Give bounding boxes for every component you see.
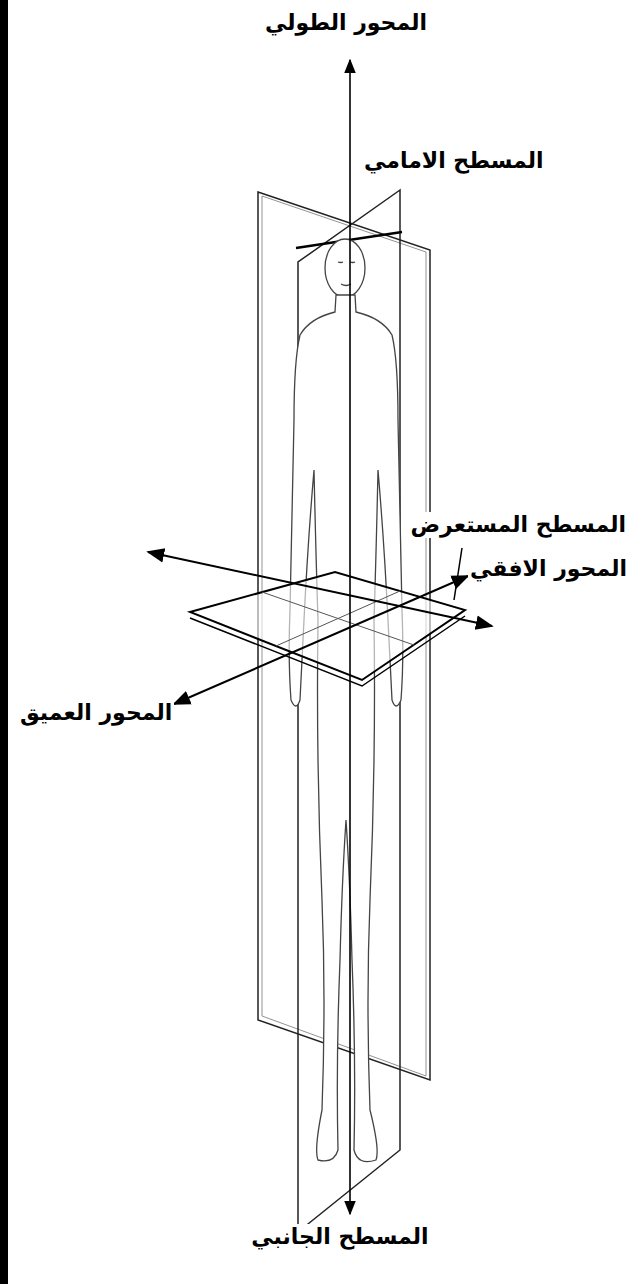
deep-axis [174,576,468,704]
longitudinal-axis [349,60,351,1214]
axis-plane-label: المحور الطولي [263,10,429,36]
axis-plane-label: المسطح المستعرض [409,512,629,538]
axis-plane-label: المسطح الجانبي [249,1224,430,1250]
axis-plane-label: المحور الافقي [468,556,629,582]
axis-plane-label: المحور العميق [18,700,174,726]
edge-bar [0,0,8,1284]
transverse-plane [190,572,465,680]
axis-plane-label: المسطح الامامي [362,148,546,174]
human-figure [289,239,403,1162]
transverse-plane-grid [262,591,414,646]
transverse-plane-lower [190,616,465,686]
leader-line [454,548,462,600]
